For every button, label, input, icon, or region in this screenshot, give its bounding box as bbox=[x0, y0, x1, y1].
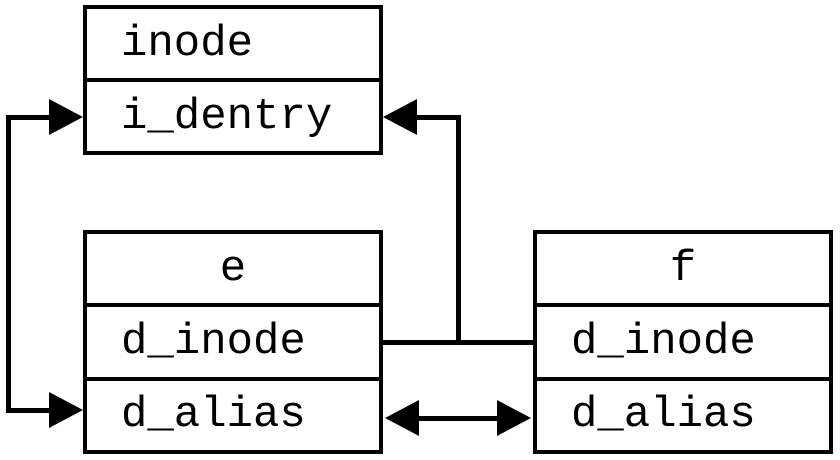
dentry-f-name-row: f bbox=[669, 243, 697, 294]
connector-d-alias-shaft-line bbox=[415, 416, 501, 421]
arrowhead-left-into-e-d-alias-icon bbox=[385, 400, 419, 436]
arrowhead-right-into-i-dentry-icon bbox=[49, 99, 83, 135]
arrowhead-right-into-f-d-alias-icon bbox=[497, 400, 531, 436]
dentry-e-box: e d_inode d_alias bbox=[83, 230, 383, 454]
connector-left-top-horizontal-line bbox=[6, 115, 50, 120]
connector-d-inode-top-horizontal-line bbox=[417, 115, 461, 120]
arrowhead-right-into-e-d-alias-icon bbox=[49, 392, 83, 428]
dentry-f-d-inode-row: d_inode bbox=[537, 303, 829, 376]
arrowhead-left-into-i-dentry-icon bbox=[383, 99, 417, 135]
dentry-f-box: f d_inode d_alias bbox=[533, 230, 833, 454]
dentry-e-name-row: e bbox=[219, 243, 247, 294]
dentry-e-d-inode-row: d_inode bbox=[87, 303, 379, 376]
connector-left-bottom-horizontal-line bbox=[6, 408, 50, 413]
inode-field-row: inode bbox=[121, 18, 254, 69]
dentry-f-d-alias-row: d_alias bbox=[537, 376, 829, 450]
connector-left-vertical-line bbox=[6, 115, 11, 413]
connector-d-inode-vertical-line bbox=[456, 115, 461, 345]
inode-struct-box: inode i_dentry bbox=[83, 5, 383, 155]
i-dentry-field-row: i_dentry bbox=[87, 78, 379, 151]
dentry-e-d-alias-row: d_alias bbox=[87, 376, 379, 450]
